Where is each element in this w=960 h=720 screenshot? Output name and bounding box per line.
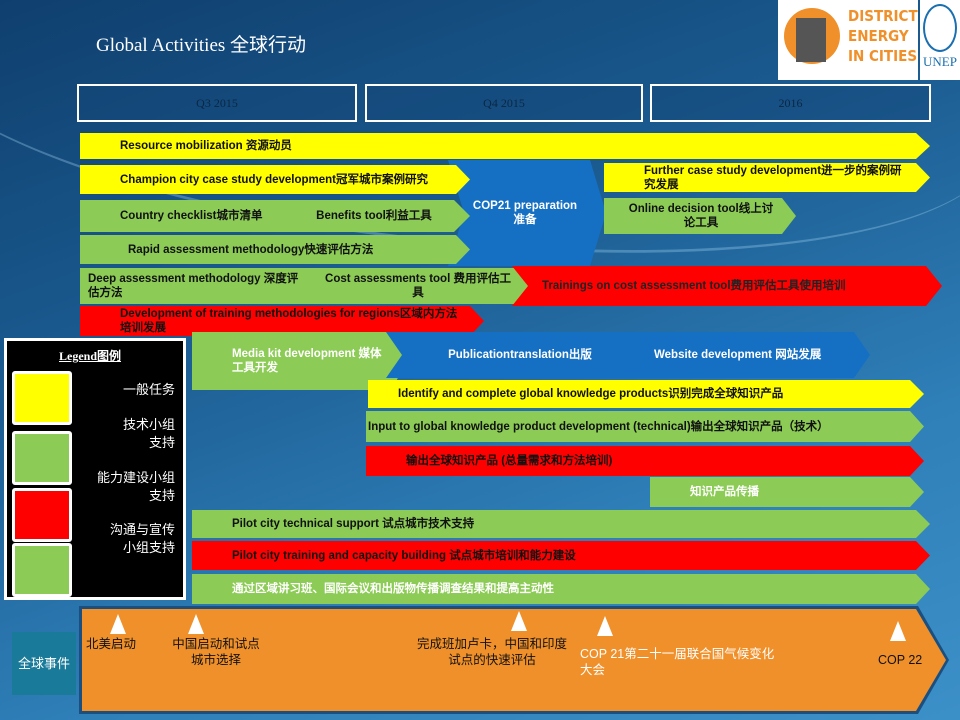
event-cop21: COP 21第二十一届联合国气候变化大会 [580,647,775,677]
bar-pilot-technical: Pilot city technical support 试点城市技术支持 [192,510,930,538]
legend-swatch-general [12,371,72,425]
legend-label: 技术小组支持 [122,417,175,450]
legend-swatch-technical [12,431,72,485]
logo-district: DISTRICT [848,7,918,25]
global-events-label: 全球事件 [12,632,76,695]
event-north-america-launch: 北美启动 [86,637,137,651]
bar-output-knowledge: 输出全球知识产品 (总量需求和方法培训) [366,446,924,476]
logo-text: DISTRICT ENERGY IN CITIES [848,6,918,66]
bar-resource-mobilization: Resource mobilization 资源动员 [80,133,930,159]
period-2016: 2016 [650,84,931,122]
bar-dissemination: 知识产品传播 [650,477,924,507]
event-marker-icon [188,614,204,634]
bar-website-development: Website development 网站发展 [632,332,870,378]
page-title: Global Activities 全球行动 [96,35,307,56]
bar-development-training: Development of training methodologies fo… [80,306,484,336]
un-emblem-icon [923,4,957,52]
legend-swatch-communication [12,543,72,597]
event-rapid-assessment: 完成班加卢卡，中国和印度试点的快速评估 [416,637,567,667]
bar-outreach: 通过区域讲习班、国际会议和出版物传播调查结果和提高主动性 [192,574,930,604]
bar-identify-knowledge: Identify and complete global knowledge p… [368,380,924,408]
bar-pilot-training: Pilot city training and capacity buildin… [192,541,930,570]
district-energy-logo: DISTRICT ENERGY IN CITIES [778,0,918,80]
logo-city-icon [796,18,826,62]
bar-rapid-assessment: Rapid assessment methodology快速评估方法 [80,235,470,264]
bar-online-decision-tool: Online decision tool线上讨论工具 [604,198,796,234]
legend: Legend图例 一般任务 技术小组支持 能力建设小组支持 沟通与宣传小组支持 [4,338,186,600]
event-marker-icon [110,614,126,634]
bar-publication-translation: Publicationtranslation出版 [386,332,652,378]
legend-title: Legend图例 [59,349,122,363]
bar-input-knowledge: Input to global knowledge product develo… [366,411,924,442]
legend-label: 沟通与宣传小组支持 [109,522,175,555]
unep-logo: UNEP [920,0,960,80]
legend-label: 能力建设小组支持 [96,470,175,503]
bar-further-case-study: Further case study development进一步的案例研究发展 [604,163,930,192]
cop21-preparation: COP21 preparation准备 [448,160,606,266]
bar-deep-assessment: Deep assessment methodology 深度评估方法 [80,268,320,304]
legend-swatch-capacity [12,488,72,542]
logo-energy: ENERGY [848,27,909,45]
event-cop22: COP 22 [878,653,923,667]
event-china-launch: 中国启动和试点城市选择 [172,637,260,667]
period-q3-2015: Q3 2015 [77,84,357,122]
event-marker-icon [597,616,613,636]
bar-country-checklist: Country checklist城市清单 [80,200,295,232]
bar-benefits-tool: Benefits tool利益工具 [276,200,470,232]
unep-text: UNEP [923,54,957,69]
event-marker-icon [511,611,527,631]
bar-champion-city: Champion city case study development冠军城市… [80,165,470,194]
period-q4-2015: Q4 2015 [365,84,643,122]
event-marker-icon [890,621,906,641]
legend-label: 一般任务 [122,382,175,397]
bar-trainings-cost-tool: Trainings on cost assessment tool费用评估工具使… [512,266,942,306]
logo-cities: IN CITIES [848,47,918,65]
bar-cost-assessment-tool: Cost assessments tool 费用评估工具 [302,268,532,304]
